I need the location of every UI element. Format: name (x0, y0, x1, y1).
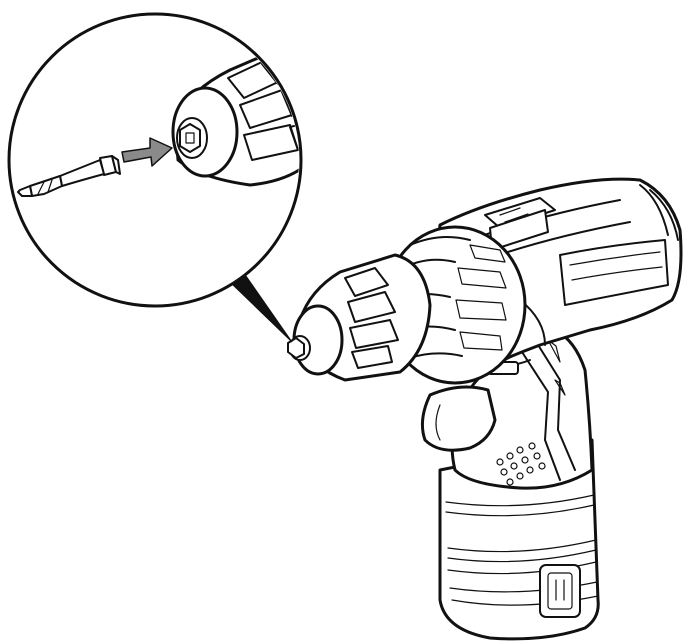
keyless-chuck (287, 253, 432, 382)
drill-handle (450, 328, 594, 490)
insert-arrow (121, 137, 173, 167)
cordless-drill (287, 177, 683, 641)
trigger (420, 385, 497, 452)
screwdriver-bit (17, 155, 121, 197)
grip-dots (496, 442, 546, 486)
battery-release-button (539, 564, 581, 618)
battery-pack (438, 438, 600, 641)
speed-selector (484, 197, 556, 251)
